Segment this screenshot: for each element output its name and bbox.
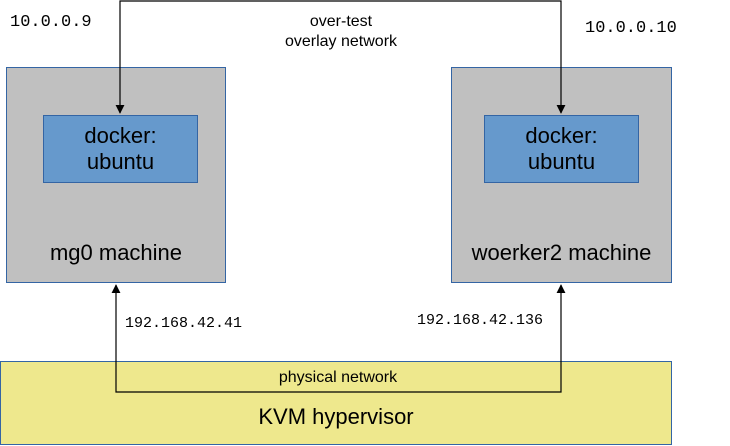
overlay-type: overlay network [284, 33, 398, 50]
docker-label-line2: ubuntu [527, 149, 596, 174]
physical-network-line [111, 284, 566, 393]
overlay-network-line [115, 0, 566, 114]
overlay-network-label: over-test overlay network [260, 12, 422, 52]
kvm-hypervisor: KVM hypervisor [0, 361, 672, 445]
docker-label-line2: ubuntu [86, 149, 155, 174]
machine-label-mg0: mg0 machine [49, 240, 183, 265]
docker-label-line1: docker: [84, 123, 157, 148]
docker-container-mg0: docker: ubuntu [43, 115, 198, 183]
physical-network-label: physical network [278, 369, 398, 386]
overlay-name: over-test [309, 13, 373, 30]
hypervisor-label: KVM hypervisor [258, 404, 414, 429]
docker-label-line1: docker: [525, 123, 598, 148]
overlay-ip-right: 10.0.0.10 [585, 19, 677, 38]
physical-ip-right: 192.168.42.136 [417, 312, 544, 329]
physical-ip-left: 192.168.42.41 [125, 315, 243, 332]
docker-container-woerker2: docker: ubuntu [484, 115, 639, 183]
overlay-ip-left: 10.0.0.9 [10, 13, 92, 32]
machine-label-woerker2: woerker2 machine [471, 240, 652, 265]
